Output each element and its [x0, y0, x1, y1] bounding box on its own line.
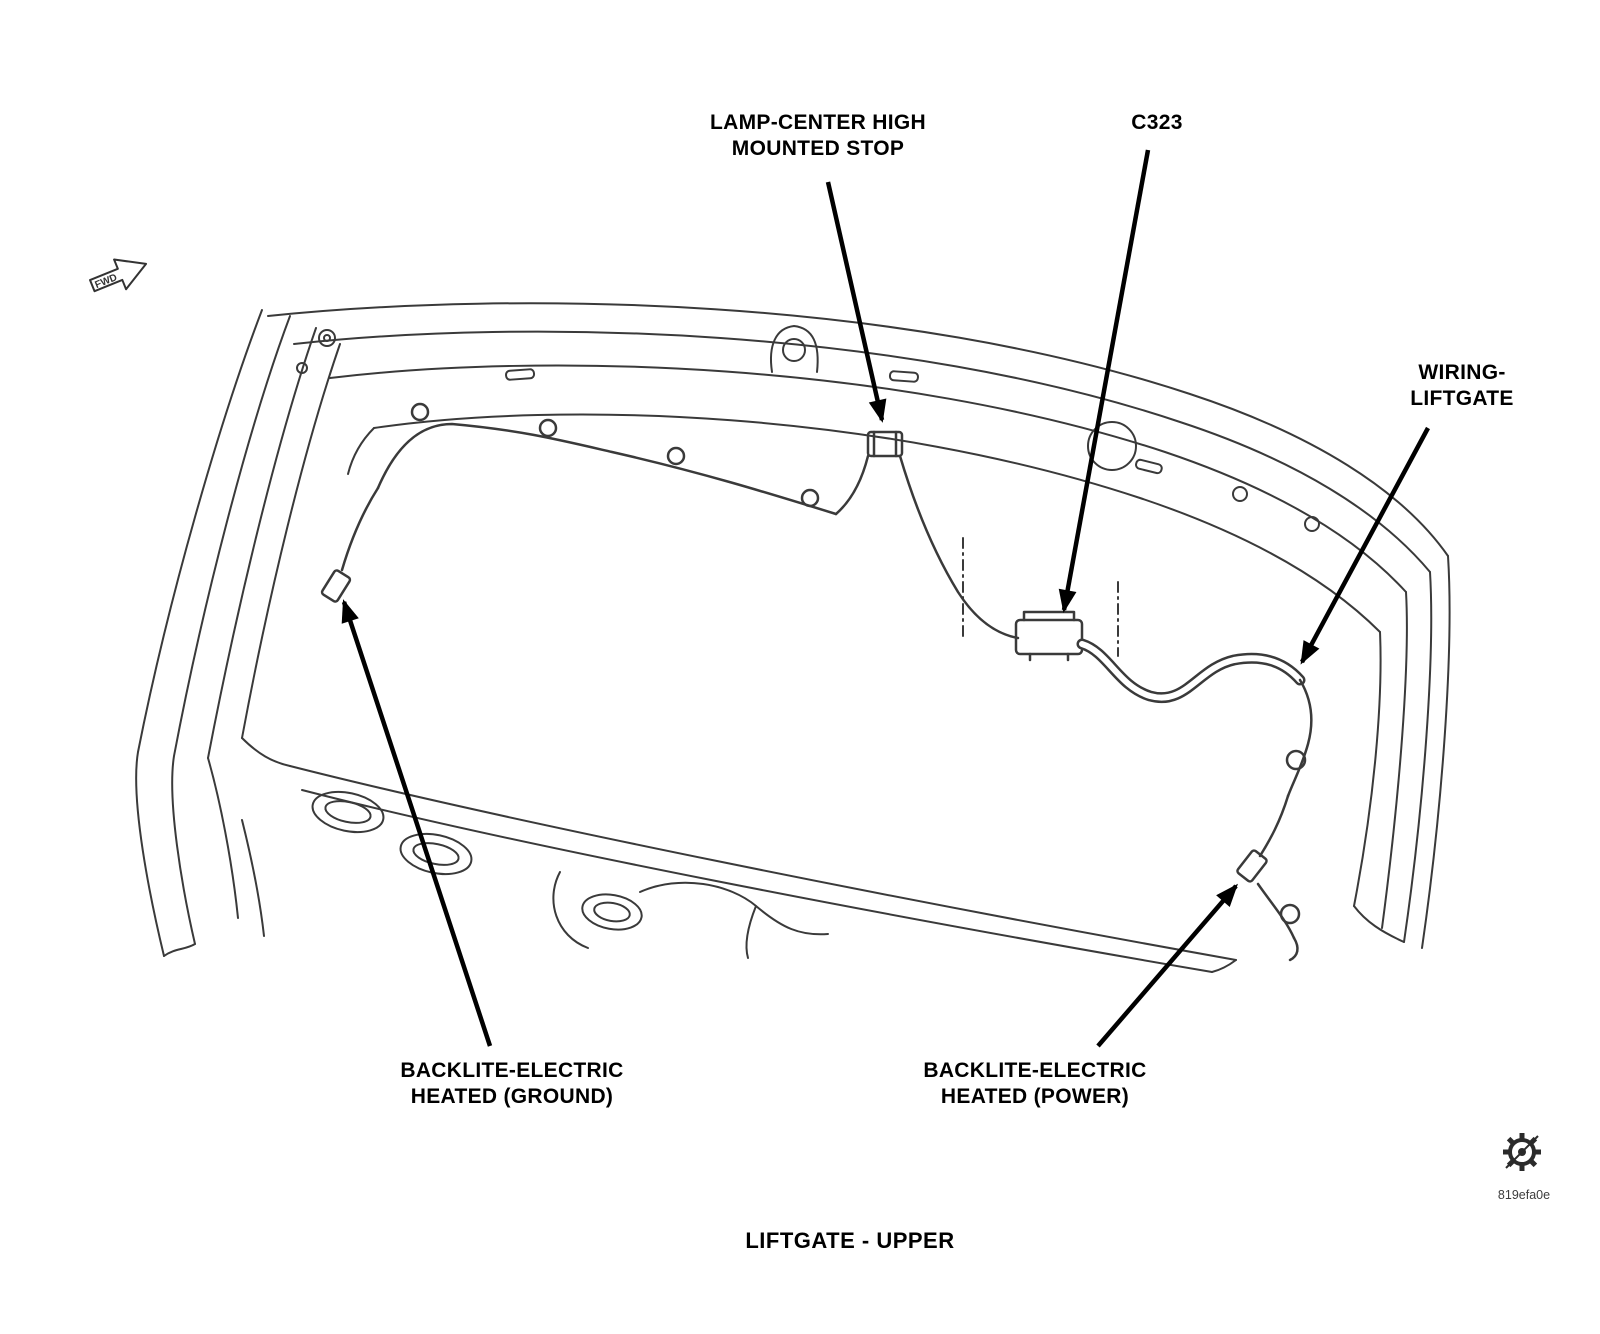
figure-code: 819efa0e [1497, 1188, 1551, 1202]
fwd-arrow-icon [89, 258, 148, 293]
gear-icon [1503, 1133, 1541, 1171]
arrow-wiring [1300, 426, 1430, 665]
label-line: LAMP-CENTER HIGH [710, 111, 926, 134]
diagram-title: LIFTGATE - UPPER [745, 1228, 955, 1253]
harness-corrugated-tube [1076, 638, 1306, 704]
liftgate-body-outline [135, 302, 1451, 973]
label-line: HEATED (POWER) [940, 1085, 1130, 1108]
label-line: WIRING- [1418, 361, 1506, 384]
arrow-ground [341, 599, 493, 1047]
power-connector [1236, 849, 1268, 883]
label-backlite-ground: BACKLITE-ELECTRIC HEATED (GROUND) [400, 1058, 623, 1110]
publication-stamp [1498, 1128, 1546, 1176]
harness-right-drop [1236, 678, 1313, 962]
liftgate-wiring-harness [320, 402, 1084, 662]
callout-arrows [341, 149, 1430, 1048]
arrow-chmsl [825, 181, 887, 423]
label-line: BACKLITE-ELECTRIC [923, 1059, 1147, 1082]
fwd-arrow-label: FWD [94, 272, 119, 291]
arrow-c323 [1058, 149, 1151, 613]
fwd-direction-indicator: FWD [78, 242, 164, 306]
c323-connector [1014, 610, 1084, 662]
label-line: MOUNTED STOP [731, 137, 905, 160]
label-line: LIFTGATE [1410, 387, 1514, 410]
chmsl-connector [866, 430, 904, 458]
arrow-power [1096, 883, 1238, 1048]
label-c323: C323 [1131, 110, 1182, 136]
label-wiring-liftgate: WIRING- LIFTGATE [1410, 360, 1514, 412]
label-line: BACKLITE-ELECTRIC [400, 1059, 624, 1082]
label-line: HEATED (GROUND) [410, 1085, 614, 1108]
label-lamp-center-high-mounted-stop: LAMP-CENTER HIGH MOUNTED STOP [710, 110, 926, 162]
ground-connector [320, 569, 352, 603]
label-backlite-power: BACKLITE-ELECTRIC HEATED (POWER) [923, 1058, 1146, 1110]
label-line: C323 [1131, 111, 1183, 134]
